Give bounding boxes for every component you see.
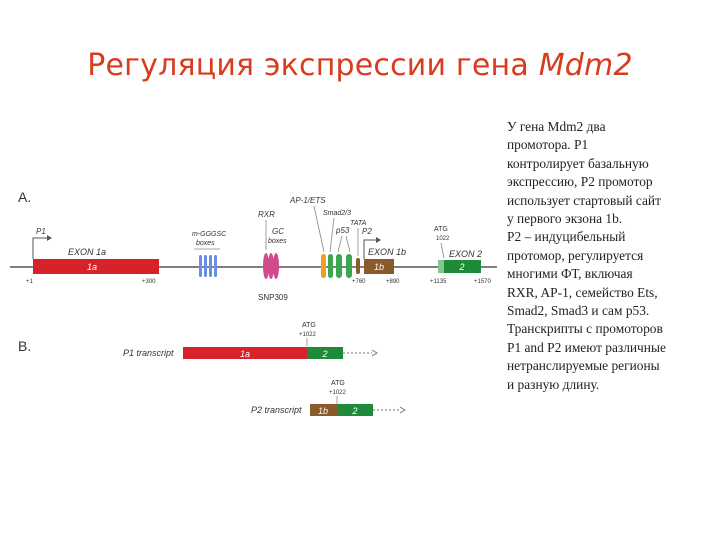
mgggsc-label-1: m-GGGSC: [192, 231, 227, 238]
exon1b-box: [364, 259, 394, 274]
description: У гена Mdm2 два промотора. Р1 контролиру…: [507, 118, 715, 394]
panel-a-label: A.: [18, 189, 31, 205]
desc-line: У гена Mdm2 два: [507, 119, 606, 134]
p2-transcript-label: P2 transcript: [251, 405, 302, 415]
desc-line: многими ФТ, включая: [507, 266, 633, 282]
tata-box: [356, 258, 360, 274]
pos-exon1b-end: +890: [386, 279, 400, 285]
desc-line: использует стартовый сайт: [507, 192, 661, 208]
mgggsc-box: [199, 255, 202, 277]
p53-label: p53: [335, 226, 350, 235]
mgggsc-box: [214, 255, 217, 277]
smad-pointer: [329, 217, 335, 253]
smad-label: Smad2/3: [323, 210, 351, 217]
ap1-label: AP-1/ETS: [289, 196, 326, 205]
desc-line: экспрессию, Р2 промотор: [507, 174, 653, 190]
p53-box: [336, 254, 342, 278]
p1-label: P1: [36, 227, 46, 236]
gc-box: [273, 253, 279, 279]
gc-boxes: [263, 253, 279, 279]
page-title: Регуляция экспрессии гена Mdm2: [0, 48, 720, 83]
ap1-pointer: [313, 205, 325, 253]
snp-label: SNP309: [258, 293, 288, 302]
pos-exon2-start: +1135: [430, 279, 447, 285]
title-main: Регуляция экспрессии гена: [87, 48, 529, 83]
gc-label-1: GC: [272, 227, 284, 236]
p2-exon1-label: 1b: [318, 406, 328, 416]
atg2-position: +1022: [329, 390, 347, 396]
desc-line: промотора. Р1: [507, 137, 589, 153]
pos-exon1a-end: +300: [142, 279, 156, 285]
mgggsc-label-2: boxes: [196, 240, 215, 247]
atg1-label: ATG: [302, 322, 316, 329]
exon2-name: EXON 2: [449, 249, 482, 259]
desc-line: Р1 and P2 имеют различные: [507, 339, 666, 355]
panel-b-label: B.: [18, 338, 31, 354]
p1-arrow: [32, 237, 47, 259]
gc-box: [263, 253, 269, 279]
exon1b-name: EXON 1b: [368, 247, 406, 257]
p53-pointer: [337, 235, 343, 253]
exon1b-label: 1b: [374, 262, 384, 272]
p53-box: [346, 254, 352, 278]
p1-exon1-box: [183, 347, 307, 359]
exon1a-name: EXON 1a: [68, 247, 106, 257]
desc-line: контролирует базальную: [507, 155, 649, 171]
p2-arrow: [363, 239, 376, 259]
p1-tail-arrow: [371, 349, 378, 357]
atg1-position: +1022: [299, 332, 317, 338]
atg-label: ATG: [434, 226, 448, 233]
atg-position: 1022: [436, 236, 450, 242]
desc-line: протомор, регулируется: [507, 247, 644, 263]
p1-exon2-box: [307, 347, 343, 359]
p1-transcript-label: P1 transcript: [123, 348, 174, 358]
p1-arrow-head: [47, 235, 52, 241]
desc-line: Р2 – индуцибельный: [507, 229, 626, 245]
pos-exon1b-start: +760: [352, 279, 366, 285]
desc-line: и разную длину.: [507, 376, 600, 392]
atg-pointer: [440, 242, 445, 259]
p1-exon1-label: 1a: [240, 349, 250, 359]
exon2-label: 2: [458, 262, 464, 272]
p2-exon2-box: [337, 404, 373, 416]
desc-line: нетранслируемые регионы: [507, 358, 660, 374]
exon1a-label: 1a: [87, 262, 97, 272]
gc-box: [268, 253, 274, 279]
p2-label: P2: [362, 227, 372, 236]
desc-line: у первого экзона 1b.: [507, 211, 623, 227]
pos-exon2-end: +1570: [474, 279, 492, 285]
regulatory-boxes: [321, 254, 360, 278]
mgggsc-box: [204, 255, 207, 277]
atg2-label: ATG: [331, 380, 345, 387]
exon2-box-light: [438, 260, 444, 273]
exon1a-box: [33, 259, 159, 274]
p2-exon1-box: [310, 404, 337, 416]
rxr-label: RXR: [258, 210, 275, 219]
smad-box: [328, 254, 333, 278]
desc-line: RXR, AP-1, семейство Ets,: [507, 284, 658, 300]
pos-start: +1: [26, 279, 34, 285]
p1-exon2-label: 2: [321, 349, 327, 359]
p2-tail-arrow: [399, 406, 406, 414]
tata-label: TATA: [350, 220, 367, 227]
exon2-box: [444, 260, 481, 273]
gene-diagram: A. P1 EXON 1a 1a +1 +300 m-GGGSC boxes R…: [10, 189, 497, 416]
p2-exon2-label: 2: [351, 406, 357, 416]
p2-arrow-head: [376, 237, 381, 243]
gc-label-2: boxes: [268, 238, 287, 245]
p53-pointer: [345, 235, 351, 253]
ap1-box: [321, 254, 326, 278]
desc-line: Smad2, Smad3 и сам p53.: [507, 303, 650, 319]
title-gene: Mdm2: [538, 48, 633, 83]
mgggsc-boxes: [199, 255, 217, 277]
desc-line: Транскрипты с промоторов: [507, 321, 663, 337]
mgggsc-box: [209, 255, 212, 277]
